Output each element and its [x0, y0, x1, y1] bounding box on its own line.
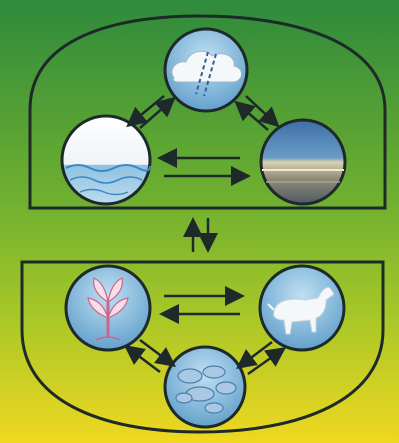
- organisms-node: [165, 347, 245, 427]
- water-surface-node: [62, 116, 150, 204]
- cloud-rain-node: [165, 29, 247, 111]
- ground-layers-node: [261, 120, 345, 204]
- animal-node: [260, 266, 344, 350]
- plant-node: [66, 266, 150, 350]
